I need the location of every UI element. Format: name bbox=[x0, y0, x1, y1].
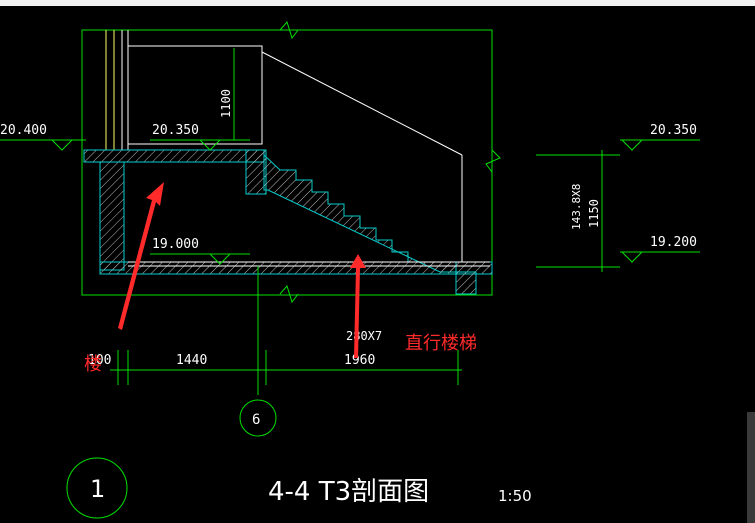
section-title: 4-4 T3剖面图 bbox=[268, 477, 429, 507]
grid-axis-label: 6 bbox=[252, 412, 260, 428]
elevation-right-top: 20.350 bbox=[650, 123, 697, 138]
section-number: 1 bbox=[90, 475, 105, 503]
riser-total: 1150 bbox=[587, 199, 601, 228]
red-note-right: 直行楼梯 bbox=[405, 333, 477, 354]
drawing-scale: 1:50 bbox=[498, 487, 532, 505]
elevation-landing-top: 20.350 bbox=[152, 123, 199, 138]
tread-dim-text: 280X7 bbox=[346, 329, 382, 343]
elevation-marks: 20.400 20.350 19.000 20.350 19.200 bbox=[0, 123, 700, 265]
dim-width-2: 1960 bbox=[344, 353, 375, 368]
stair-structure bbox=[83, 149, 493, 295]
elevation-left: 20.400 bbox=[0, 123, 47, 138]
railing-height: 1100 bbox=[219, 89, 233, 118]
red-note-left: 楼 bbox=[84, 354, 102, 375]
dim-width-1: 1440 bbox=[176, 353, 207, 368]
top-window-strip bbox=[0, 0, 755, 6]
elevation-right-bottom: 19.200 bbox=[650, 235, 697, 250]
scroll-bar[interactable] bbox=[747, 412, 755, 523]
elevation-bottom: 19.000 bbox=[152, 237, 199, 252]
dim-left-small: 100 bbox=[88, 353, 111, 368]
grid-axis-6: 6 bbox=[239, 399, 277, 437]
vertical-dimensions: 143.8X8 1150 1100 bbox=[219, 89, 620, 272]
red-annotations: 楼 直行楼梯 bbox=[84, 182, 477, 375]
horizontal-dimensions: 100 1440 1960 280X7 bbox=[88, 266, 462, 395]
riser-dim-text: 143.8X8 bbox=[570, 184, 583, 230]
railing bbox=[127, 45, 463, 262]
section-title-block: 1 4-4 T3剖面图 1:50 bbox=[66, 457, 532, 519]
